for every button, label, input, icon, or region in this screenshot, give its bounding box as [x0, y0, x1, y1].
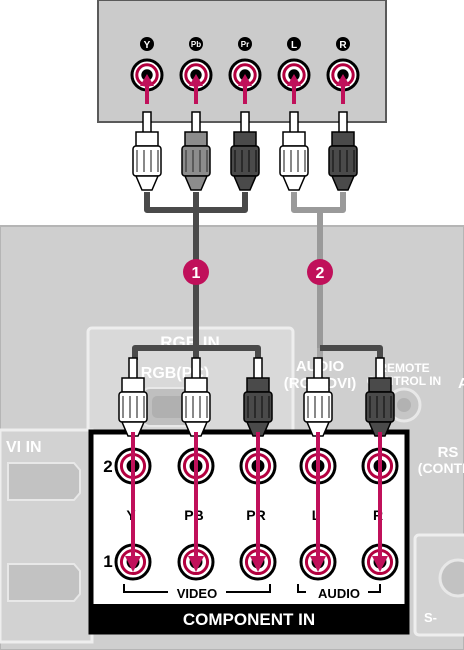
component-in-banner	[91, 604, 407, 632]
hdmi-port-lower	[7, 563, 81, 602]
tv-plug-3	[303, 357, 333, 437]
connection-arrows	[125, 74, 388, 572]
video-cable-bundle	[144, 192, 248, 213]
source-arrow-2	[238, 74, 252, 104]
step-marker-2: 2	[307, 259, 333, 285]
jack-label-r: R	[336, 37, 350, 51]
svg-text:Y: Y	[144, 40, 151, 51]
source-plug-2	[230, 111, 260, 191]
source-jacks: Y Pb Pr L R	[130, 37, 360, 92]
jack-label-pb: Pb	[189, 37, 203, 51]
svg-text:2: 2	[316, 265, 325, 282]
source-plug-4	[328, 111, 358, 191]
svg-text:Pr: Pr	[241, 40, 249, 49]
component-arrow-2	[250, 432, 266, 572]
video-label: VIDEO	[177, 586, 217, 601]
rs-label-1: RS	[438, 444, 459, 461]
s-video-label: S-	[424, 610, 437, 625]
source-arrow-0	[140, 74, 154, 104]
source-arrow-1	[189, 74, 203, 104]
rs-label-2: (CONTR	[418, 460, 464, 476]
audio-bracket	[297, 584, 381, 593]
tv-plug-2	[243, 357, 273, 437]
svg-text:L: L	[291, 40, 297, 51]
component-arrow-0	[125, 432, 141, 572]
component-in-title: COMPONENT IN	[183, 610, 315, 629]
jack-label-pr: Pr	[238, 37, 252, 51]
dvi-in-label: VI IN	[6, 439, 42, 456]
svg-text:Pb: Pb	[191, 40, 201, 49]
source-arrow-3	[287, 74, 301, 104]
edge-letter: A	[458, 375, 464, 392]
s-video-port	[438, 558, 464, 598]
svg-text:1: 1	[192, 265, 201, 282]
jack-label-l: L	[287, 37, 301, 51]
video-bracket	[123, 584, 271, 593]
audio-label: AUDIO	[318, 586, 360, 601]
component-arrow-4	[372, 432, 388, 572]
source-plugs	[132, 111, 358, 191]
hdmi-port-upper	[7, 462, 81, 501]
tv-plug-4	[365, 357, 395, 437]
step-marker-1: 1	[183, 259, 209, 285]
dvi-in-section	[0, 428, 94, 644]
source-plug-1	[181, 111, 211, 191]
audio-cable-bundle	[291, 192, 346, 213]
tv-plugs	[118, 357, 395, 437]
audio-cable-branch-right	[320, 345, 383, 360]
component-arrow-1	[188, 432, 204, 572]
source-arrow-4	[336, 74, 350, 104]
remote-control-label-1: REMOTE	[378, 361, 429, 375]
row-label-1: 1	[103, 552, 112, 571]
source-plug-3	[279, 111, 309, 191]
tv-plug-0	[118, 357, 148, 437]
component-arrow-3	[310, 432, 326, 572]
svg-text:R: R	[339, 40, 347, 51]
tv-plug-1	[181, 357, 211, 437]
jack-label-y: Y	[140, 37, 154, 51]
source-plug-0	[132, 111, 162, 191]
row-label-2: 2	[103, 457, 112, 476]
